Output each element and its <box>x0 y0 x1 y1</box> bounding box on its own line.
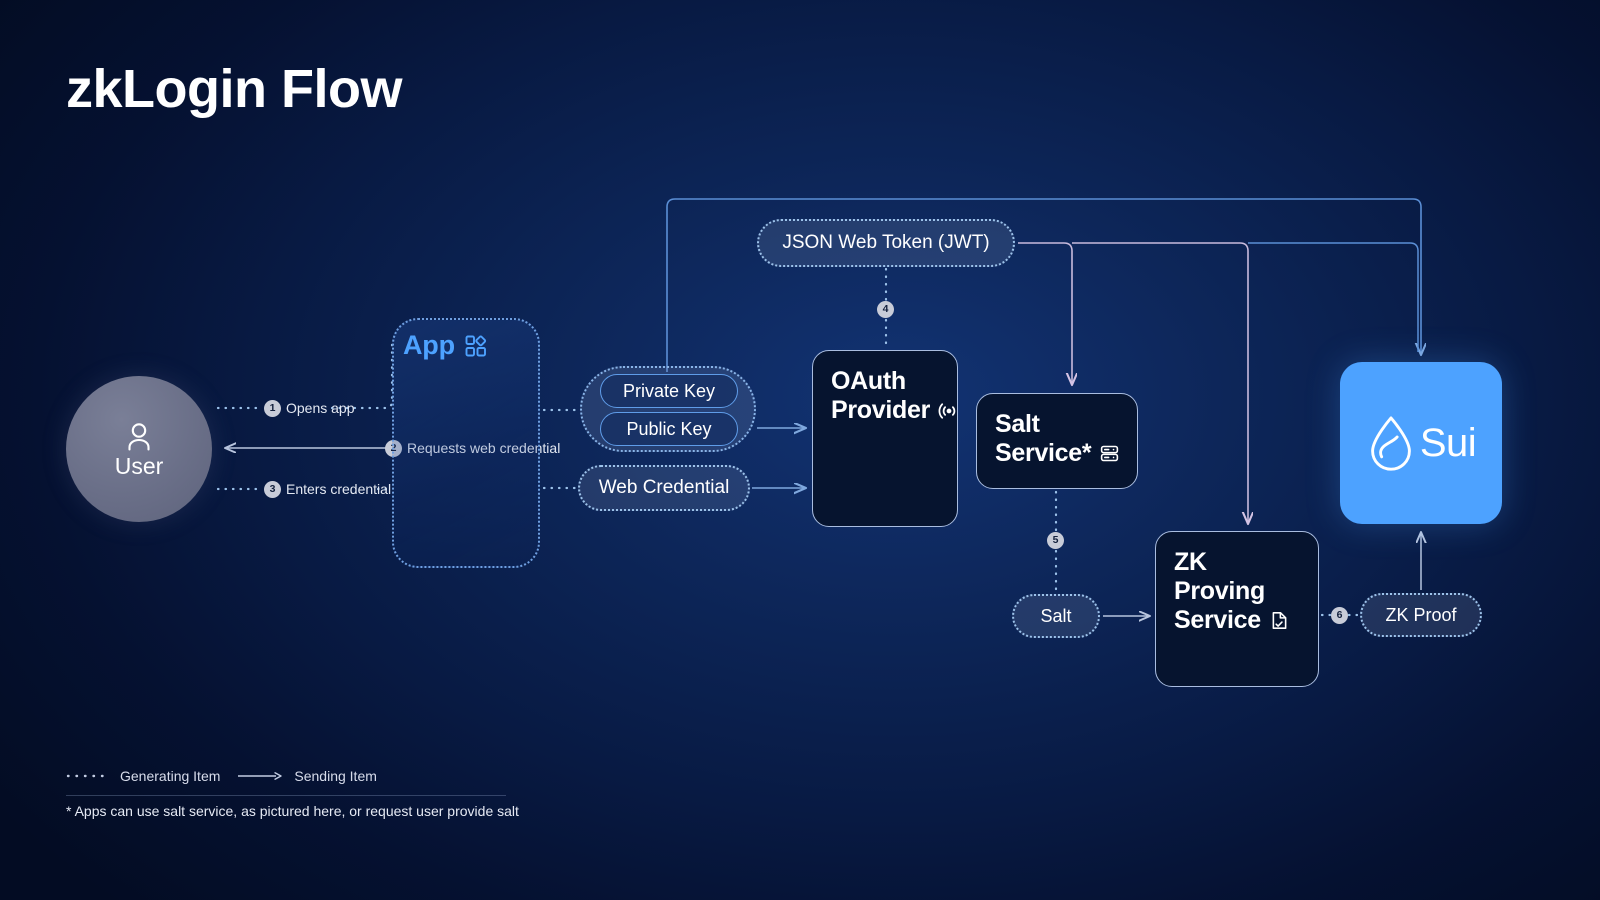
arrow-line-swatch-icon <box>236 771 284 781</box>
step-label-2: Requests web credential <box>407 440 560 456</box>
node-app[interactable] <box>392 318 540 568</box>
wire-jwt-to-sui-column <box>1248 242 1419 352</box>
footnote: * Apps can use salt service, as pictured… <box>66 803 519 819</box>
document-check-icon <box>1269 610 1290 631</box>
wire-jwt-to-salt-service <box>1018 242 1072 385</box>
user-label: User <box>114 452 164 479</box>
web-credential-label: Web Credential <box>598 477 730 498</box>
node-zk-proof[interactable]: ZK Proof <box>1360 593 1482 637</box>
step-label-1: Opens app <box>286 400 355 416</box>
node-web-credential[interactable]: Web Credential <box>578 465 750 511</box>
legend-sending-item: Sending Item <box>236 768 377 784</box>
server-icon <box>1099 443 1120 464</box>
wire-user-to-app-step1 <box>216 342 394 410</box>
public-key-label: Public Key <box>626 418 712 439</box>
app-grid-icon <box>464 334 488 358</box>
private-key-label: Private Key <box>622 380 716 401</box>
node-sui[interactable]: Sui <box>1340 362 1502 524</box>
salt-service-line1: Salt <box>995 410 1040 438</box>
user-icon <box>124 421 154 453</box>
step-label-3: Enters credential <box>286 481 392 497</box>
step-badge-3: 3 <box>264 481 281 498</box>
oauth-provider-line1: OAuth <box>831 367 906 395</box>
node-zk-proving-service[interactable]: ZK Proving Service <box>1155 531 1319 687</box>
legend-divider <box>66 795 506 796</box>
app-title-group: App <box>403 330 488 361</box>
broadcast-icon <box>938 400 960 422</box>
node-private-key[interactable]: Private Key <box>600 374 738 408</box>
step-badge-5: 5 <box>1047 532 1064 549</box>
jwt-label: JSON Web Token (JWT) <box>782 232 990 253</box>
node-oauth-provider[interactable]: OAuth Provider <box>812 350 958 527</box>
legend: Generating Item Sending Item <box>66 768 377 784</box>
zk-proof-label: ZK Proof <box>1385 604 1457 625</box>
node-jwt[interactable]: JSON Web Token (JWT) <box>757 219 1015 267</box>
zk-proving-service-line2: Service <box>1174 606 1261 634</box>
dotted-line-swatch-icon <box>66 771 110 781</box>
sui-drop-icon <box>1366 414 1416 472</box>
page-title: zkLogin Flow <box>66 59 402 119</box>
node-salt[interactable]: Salt <box>1012 594 1100 638</box>
zk-proving-service-line1: ZK Proving <box>1174 548 1265 605</box>
legend-generating-label: Generating Item <box>120 768 221 784</box>
node-public-key[interactable]: Public Key <box>600 412 738 446</box>
legend-generating-item: Generating Item <box>66 768 220 784</box>
sui-label: Sui <box>1419 420 1477 465</box>
node-salt-service[interactable]: Salt Service* <box>976 393 1138 489</box>
oauth-provider-line2: Provider <box>831 396 931 424</box>
step-badge-1: 1 <box>264 400 281 417</box>
salt-label: Salt <box>1040 605 1072 626</box>
node-user[interactable]: User <box>66 376 212 522</box>
salt-service-line2: Service* <box>995 439 1092 467</box>
app-label: App <box>403 330 455 360</box>
step-badge-4: 4 <box>877 301 894 318</box>
legend-sending-label: Sending Item <box>294 768 377 784</box>
step-badge-6: 6 <box>1331 607 1348 624</box>
